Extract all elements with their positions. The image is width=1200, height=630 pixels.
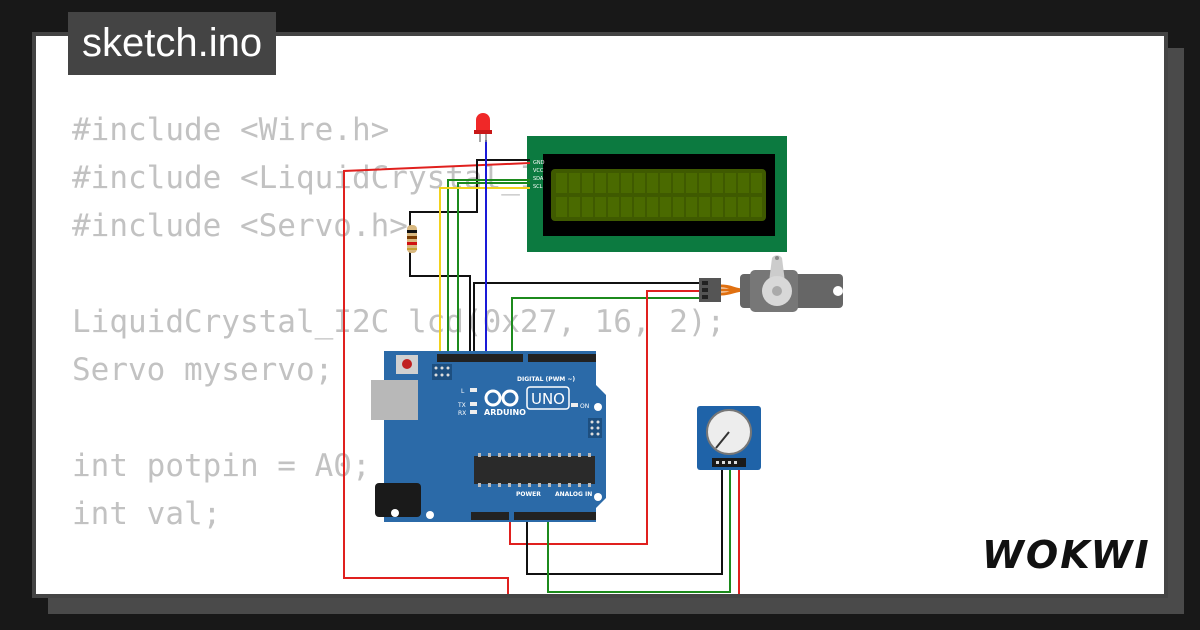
code-line: int potpin = A0;	[72, 448, 371, 484]
wire-green	[511, 297, 705, 360]
wire-black	[409, 159, 530, 228]
file-name-tab: sketch.ino	[68, 12, 277, 75]
lcd-pin-label: SCL	[533, 184, 543, 190]
wokwi-logo: WOKWI	[982, 533, 1150, 576]
code-line: #include <Wire.h>	[72, 112, 390, 148]
lcd-pin-label: VCC	[533, 168, 544, 174]
board-model: UNO	[531, 390, 565, 408]
digital-label: DIGITAL (PWM ~)	[517, 376, 575, 383]
tx-led-label: TX	[457, 402, 466, 409]
code-line: int val;	[72, 496, 222, 532]
wire-black	[526, 466, 723, 575]
usb-port	[371, 380, 418, 420]
wire-red	[509, 290, 705, 545]
wire-yellow	[439, 187, 530, 360]
potentiometer[interactable]	[697, 406, 761, 470]
arduino-logo-icon	[484, 389, 519, 407]
lcd-display[interactable]: GND VCC SDA SCL	[527, 136, 787, 252]
code-line: #include <Servo.h>	[72, 208, 408, 244]
wokwi-logo-text: WOKWI	[982, 533, 1150, 576]
on-led-label: ON	[580, 403, 589, 410]
resistor[interactable]	[407, 225, 417, 253]
preview-card: #include <Wire.h>#include <LiquidCrystal…	[32, 32, 1168, 598]
analog-label: ANALOG IN	[555, 491, 592, 498]
power-label: POWER	[516, 491, 541, 498]
servo-motor[interactable]	[699, 255, 843, 312]
digital-header	[437, 354, 523, 362]
analog-header	[514, 512, 596, 520]
lcd-pin-label: GND	[533, 160, 545, 166]
wire-green	[547, 466, 731, 593]
wire-black	[473, 282, 705, 360]
atmega-chip	[474, 456, 595, 484]
arduino-uno-board[interactable]: UNO ARDUINO ON DIGITAL (PWM ~) POWER ANA…	[371, 351, 606, 522]
digital-header	[528, 354, 596, 362]
board-brand: ARDUINO	[484, 408, 526, 417]
wire-green	[447, 179, 530, 360]
code-preview: #include <Wire.h>#include <LiquidCrystal…	[72, 106, 726, 594]
lcd-pin-label: SDA	[533, 176, 544, 182]
rx-led-label: RX	[458, 410, 466, 417]
power-jack	[375, 483, 421, 517]
wire-red	[343, 162, 531, 594]
code-line: LiquidCrystal_I2C lcd(0x27, 16, 2);	[72, 304, 726, 340]
power-header	[471, 512, 509, 520]
code-line: Servo myservo;	[72, 352, 334, 388]
red-led[interactable]	[474, 113, 492, 142]
l-led-label: L	[461, 388, 465, 395]
wire-green	[457, 182, 530, 360]
code-line: void setup() {	[72, 586, 725, 594]
